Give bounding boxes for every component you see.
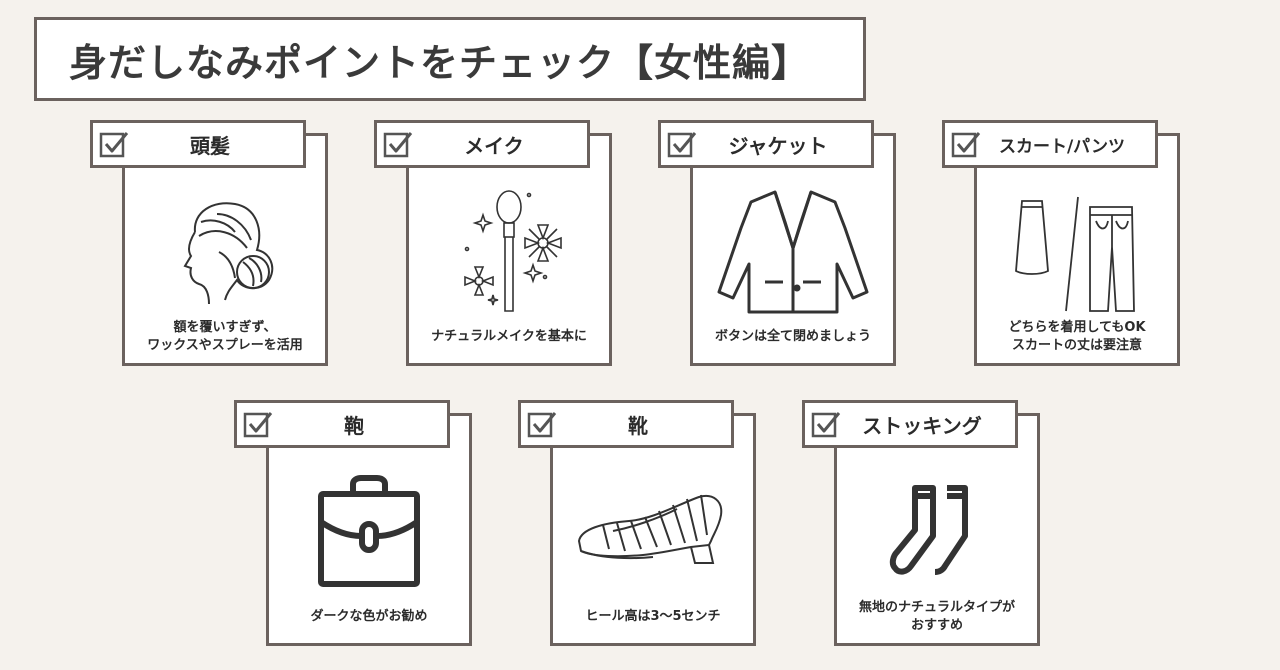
socks-icon <box>834 462 1040 602</box>
card-heading: 鞄 <box>344 413 364 438</box>
card-caption: どちらを着用してもOK スカートの丈は要注意 <box>1008 320 1146 353</box>
card-caption: ヒール高は3〜5センチ <box>585 609 721 625</box>
checkbox-check-icon <box>667 132 697 158</box>
card-shoes: 靴 ヒール高は3〜5センチ <box>518 400 756 646</box>
card-heading: ジャケット <box>728 133 828 158</box>
card-caption: 額を覆いすぎず、 ワックスやスプレーを活用 <box>147 320 303 353</box>
card-header: 鞄 <box>234 400 450 448</box>
checkbox-check-icon <box>383 132 413 158</box>
card-stockings: ストッキング 無地のナチュラルタイプが おすすめ <box>802 400 1040 646</box>
card-header: ジャケット <box>658 120 874 168</box>
card-header: 靴 <box>518 400 734 448</box>
checkbox-check-icon <box>99 132 129 158</box>
card-hair: 頭髪 額を覆いすぎず、 ワックスやスプレーを活用 <box>90 120 328 366</box>
briefcase-icon <box>266 462 472 602</box>
card-header: ストッキング <box>802 400 1018 448</box>
title-box: 身だしなみポイントをチェック【女性編】 <box>34 17 866 101</box>
checkbox-check-icon <box>811 412 841 438</box>
hair-bun-icon <box>122 182 328 322</box>
card-skirt-pants: スカート/パンツ どちらを着用してもOK スカートの丈は要注意 <box>942 120 1180 366</box>
checkbox-check-icon <box>951 132 981 158</box>
card-makeup: メイク ナチュラルメイクを基本に <box>374 120 612 366</box>
card-header: メイク <box>374 120 590 168</box>
card-heading: 頭髪 <box>190 133 230 158</box>
makeup-brush-icon <box>406 182 612 322</box>
card-caption: ダークな色がお勧め <box>310 609 428 625</box>
card-heading: スカート/パンツ <box>998 136 1126 157</box>
card-bag: 鞄 ダークな色がお勧め <box>234 400 472 646</box>
skirt-pants-icon <box>974 182 1180 322</box>
card-heading: メイク <box>464 133 524 158</box>
shoe-icon <box>550 462 756 602</box>
card-header: 頭髪 <box>90 120 306 168</box>
page-title: 身だしなみポイントをチェック【女性編】 <box>69 40 811 85</box>
card-jacket: ジャケット ボタンは全て閉めましょう <box>658 120 896 366</box>
checkbox-check-icon <box>527 412 557 438</box>
card-heading: 靴 <box>628 413 648 438</box>
card-header: スカート/パンツ <box>942 120 1158 168</box>
jacket-icon <box>690 182 896 322</box>
card-caption: ナチュラルメイクを基本に <box>431 329 587 345</box>
card-caption: ボタンは全て閉めましょう <box>714 329 871 345</box>
checkbox-check-icon <box>243 412 273 438</box>
card-heading: ストッキング <box>862 413 982 438</box>
card-caption: 無地のナチュラルタイプが おすすめ <box>858 600 1015 633</box>
